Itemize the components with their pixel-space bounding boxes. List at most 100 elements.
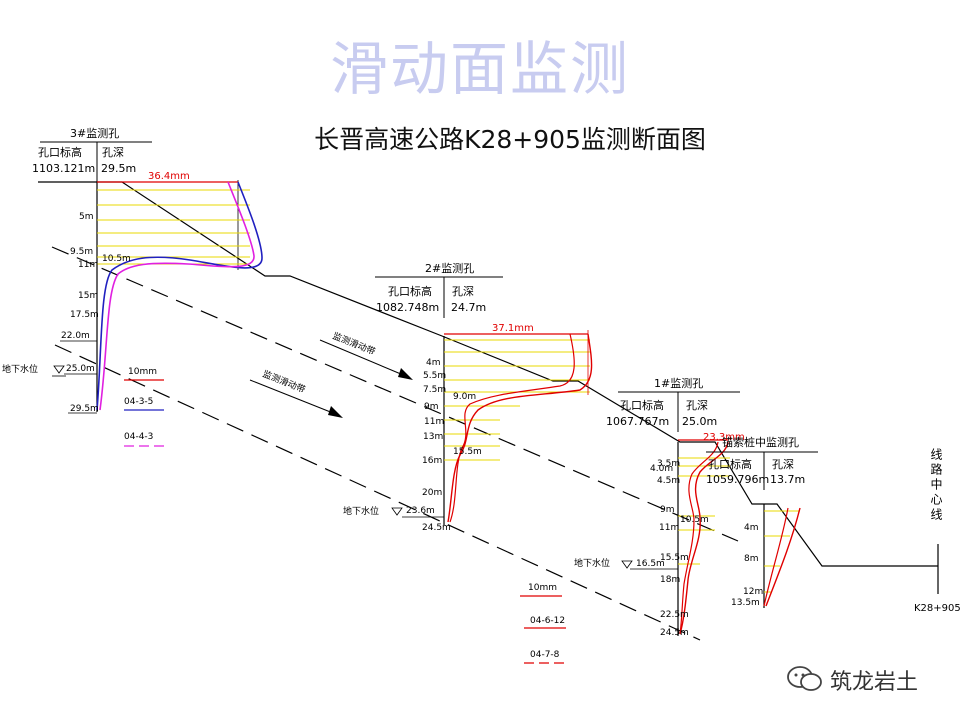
anchor-depth-mark: 13.5m	[731, 598, 760, 608]
b1-curve-red-1	[679, 441, 729, 635]
b1-depth-header: 孔深	[686, 399, 708, 412]
b2-depth-mark: 7.5m	[423, 385, 446, 395]
b1-depth-mark: 9m	[660, 505, 675, 515]
b1-elev-header: 孔口标高	[620, 398, 664, 412]
b3-curve-magenta	[99, 181, 255, 411]
legend-left-date-1: 04-3-5	[124, 397, 153, 407]
b1-depth-mark: 3.5m	[657, 459, 680, 469]
b2-depth-mark: 20m	[422, 488, 442, 498]
band-label-1: 监测滑动带	[331, 330, 377, 358]
band-arrow-2-shaft	[249, 379, 339, 416]
route-centerline: 线路中心线 K28+905	[914, 448, 960, 614]
brand-watermark: 筑龙岩土	[786, 662, 956, 696]
b3-depth: 29.5m	[101, 162, 136, 175]
anchor-depth-mark: 8m	[744, 554, 759, 564]
legend-center: 10mm 04-6-12 04-7-8	[520, 583, 566, 664]
b2-depth-mark: 23.6m	[406, 506, 435, 516]
b1-elevation: 1067.767m	[606, 415, 669, 428]
legend-center-date-2: 04-7-8	[530, 650, 560, 660]
b1-maxdisp: 23.3mm	[703, 432, 745, 443]
b2-elev-header: 孔口标高	[388, 284, 432, 298]
b1-depth-mark: 11m	[659, 523, 679, 533]
b3-depth-mark: 11m	[78, 260, 98, 270]
brand-name: 筑龙岩土	[830, 670, 919, 695]
band-arrow-1-shaft	[319, 339, 409, 378]
centerline-label: 线路中心线	[929, 448, 943, 523]
b2-maxdisp: 37.1mm	[492, 323, 534, 334]
b2-depth-mark: 9m	[424, 402, 439, 412]
b3-maxdisp: 36.4mm	[148, 171, 190, 182]
b2-depth-mark: 11m	[424, 417, 444, 427]
borehole-3: 3#监测孔 孔口标高 孔深 1103.121m 29.5m 36.4mm 5m …	[2, 127, 263, 414]
b1-depth-mark: 18m	[660, 575, 680, 585]
band-label-2: 监测滑动带	[261, 368, 307, 396]
ground-surface-line	[38, 181, 938, 567]
b3-depth-mark: 17.5m	[70, 310, 99, 320]
b1-depth-mark: 4.0m	[650, 464, 673, 474]
sliding-band-upper	[51, 246, 739, 542]
page-watermark-title: 滑动面监测	[329, 35, 630, 103]
b1-level-lines	[678, 457, 730, 565]
b2-depth-mark: 24.5m	[422, 523, 451, 533]
anchor-elev-header: 孔口标高	[708, 457, 752, 471]
b3-groundwater-label: 地下水位	[2, 363, 38, 375]
b3-elev-header: 孔口标高	[38, 145, 82, 159]
b3-depth-mark: 22.0m	[61, 331, 90, 341]
anchor-curve-red	[765, 507, 801, 607]
anchor-elevation: 1059.796m	[706, 473, 769, 486]
anchor-depth-mark: 12m	[743, 587, 763, 597]
anchor-name: 锚索桩中监测孔	[722, 435, 799, 449]
legend-center-scale: 10mm	[528, 583, 557, 593]
b2-depth-mark: 16m	[422, 456, 442, 466]
b2-depth-mark: 13m	[423, 432, 443, 442]
anchor-level-lines	[764, 510, 800, 593]
legend-left: 10mm 04-3-5 04-4-3	[124, 367, 164, 447]
b1-depth-mark: 24.5m	[660, 628, 689, 638]
b2-depth-mark: 15.5m	[453, 447, 482, 457]
b2-depth-mark: 4m	[426, 358, 441, 368]
band-arrow-2-head	[328, 406, 343, 418]
b3-depth-header: 孔深	[102, 146, 124, 159]
b2-groundwater-icon	[391, 507, 403, 516]
b2-depth-mark: 5.5m	[423, 371, 446, 381]
b1-curve-red-2	[679, 441, 719, 635]
b2-curve-red-1	[447, 333, 593, 523]
b3-depth-mark: 29.5m	[70, 404, 99, 414]
b1-name: 1#监测孔	[654, 377, 703, 390]
band-arrow-1-head	[398, 368, 413, 380]
b3-depth-mark: 15m	[78, 291, 98, 301]
legend-left-scale: 10mm	[128, 367, 157, 377]
b1-depth: 25.0m	[682, 415, 717, 428]
borehole-1: 1#监测孔 孔口标高 孔深 1067.767m 25.0m 23.3mm 3.5…	[574, 377, 745, 638]
b3-name: 3#监测孔	[70, 127, 119, 140]
b3-depth-mark: 5m	[79, 212, 94, 222]
anchor-depth: 13.7m	[770, 473, 805, 486]
b2-depth-header: 孔深	[452, 285, 474, 298]
b2-groundwater-label: 地下水位	[343, 505, 379, 517]
b1-depth-mark: 22.5m	[660, 610, 689, 620]
anchor-curve-red-2	[763, 507, 789, 607]
b3-groundwater-icon	[53, 365, 65, 374]
anchor-depth-header: 孔深	[772, 458, 794, 471]
b2-depth: 24.7m	[451, 301, 486, 314]
b1-depth-mark: 4.5m	[657, 476, 680, 486]
b3-depth-mark: 25.0m	[66, 364, 95, 374]
b2-level-lines	[444, 339, 590, 461]
section-title: 长晋高速公路K28+905监测断面图	[314, 125, 706, 154]
b2-name: 2#监测孔	[425, 262, 474, 275]
legend-left-date-2: 04-4-3	[124, 432, 153, 442]
legend-center-date-1: 04-6-12	[530, 616, 565, 626]
borehole-2: 2#监测孔 孔口标高 孔深 1082.748m 24.7m 37.1mm 4m …	[343, 262, 593, 533]
b3-level-lines	[97, 189, 250, 265]
b1-depth-mark: 15.5m	[660, 553, 689, 563]
b3-depth-mark: 9.5m	[70, 247, 93, 257]
wechat-icon	[787, 666, 822, 691]
b2-elevation: 1082.748m	[376, 301, 439, 314]
sliding-band-lower	[54, 344, 701, 641]
b3-curve-blue	[96, 181, 263, 411]
b1-depth-mark: 10.5m	[680, 515, 709, 525]
b1-depth-mark: 16.5m	[636, 559, 665, 569]
b3-elevation: 1103.121m	[32, 162, 95, 175]
b2-curve-red-2	[449, 333, 575, 523]
